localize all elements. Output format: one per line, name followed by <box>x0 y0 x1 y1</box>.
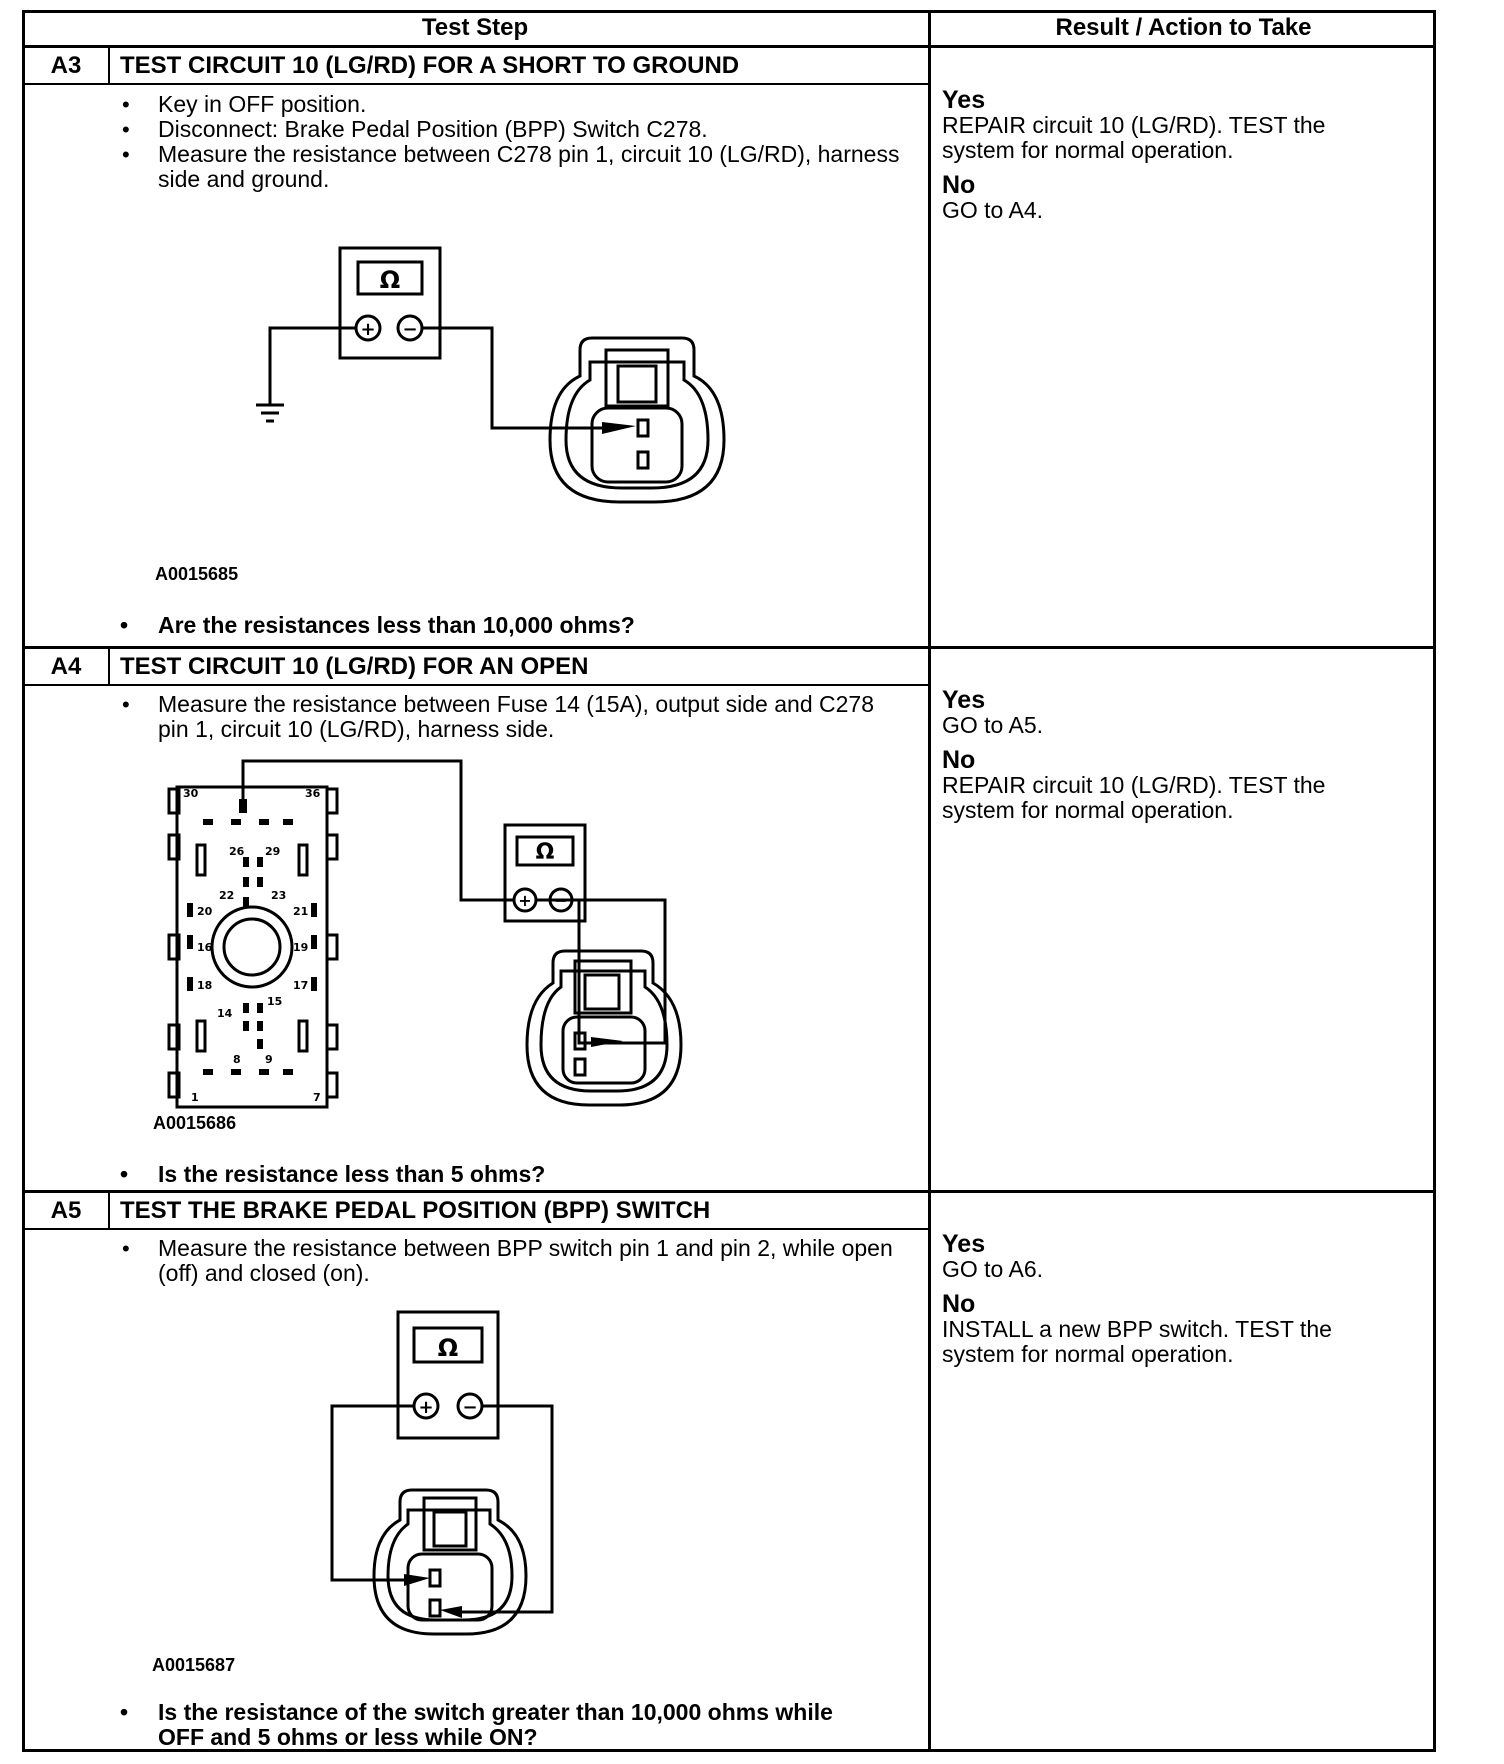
probe-tip <box>591 1037 623 1047</box>
svg-text:+: + <box>360 319 375 340</box>
no-label: No <box>942 746 976 774</box>
bullet-item: Measure the resistance between BPP switc… <box>120 1236 910 1286</box>
no-label: No <box>942 171 976 199</box>
svg-text:+: + <box>418 1397 433 1418</box>
ohmmeter-body <box>503 823 587 923</box>
step-bullets-a3: Key in OFF position. Disconnect: Brake P… <box>120 92 910 192</box>
figure-code-a5: A0015687 <box>152 1655 236 1675</box>
fuse-box-ohmmeter-diagram: 30 36 26 29 22 23 20 21 18 19 16 17 14 1… <box>167 759 683 1109</box>
step-bullets-a5: Measure the resistance between BPP switc… <box>120 1236 910 1286</box>
ohm-symbol: Ω <box>380 266 400 294</box>
svg-text:29: 29 <box>265 845 280 858</box>
bullet-item: Disconnect: Brake Pedal Position (BPP) S… <box>120 117 910 143</box>
step-id-divider <box>108 48 110 84</box>
svg-text:20: 20 <box>197 905 213 918</box>
svg-text:−: − <box>462 1397 477 1418</box>
yes-label: Yes <box>942 1230 986 1258</box>
svg-text:17: 17 <box>293 979 308 992</box>
step-rule <box>22 646 1436 649</box>
question-a4: •Is the resistance less than 5 ohms? <box>120 1161 546 1187</box>
figure-code-a3: A0015685 <box>155 564 239 584</box>
column-divider <box>928 10 931 1752</box>
probe-tip <box>602 422 636 434</box>
result-a4: Yes GO to A5. No REPAIR circuit 10 (LG/R… <box>942 688 1412 833</box>
svg-text:9: 9 <box>265 1053 273 1066</box>
step-title-rule <box>22 83 928 85</box>
step-title-rule <box>22 684 928 686</box>
ohmmeter-ground-diagram: Ω + − <box>256 246 726 504</box>
svg-text:21: 21 <box>293 905 308 918</box>
connector-outline <box>548 336 726 504</box>
svg-text:−: − <box>402 319 417 340</box>
no-label: No <box>942 1290 976 1318</box>
bullet-item: Key in OFF position. <box>120 92 910 118</box>
svg-text:+: + <box>518 891 531 910</box>
header-result-action: Result / Action to Take <box>1055 14 1312 41</box>
step-bullets-a4: Measure the resistance between Fuse 14 (… <box>120 692 910 742</box>
svg-text:1: 1 <box>191 1091 199 1104</box>
header-test-step: Test Step <box>421 14 529 41</box>
step-title-a5: TEST THE BRAKE PEDAL POSITION (BPP) SWIT… <box>120 1197 711 1224</box>
step-title-a3: TEST CIRCUIT 10 (LG/RD) FOR A SHORT TO G… <box>120 52 740 79</box>
svg-text:23: 23 <box>271 889 286 902</box>
probe-tip <box>239 799 247 813</box>
probe-tip <box>440 1606 462 1618</box>
test-table <box>22 10 1436 1752</box>
question-a3: •Are the resistances less than 10,000 oh… <box>120 612 635 638</box>
step-title-rule <box>22 1228 928 1230</box>
svg-text:16: 16 <box>197 941 213 954</box>
svg-text:8: 8 <box>233 1053 241 1066</box>
svg-text:14: 14 <box>217 1007 233 1020</box>
bullet-item: Measure the resistance between Fuse 14 (… <box>120 692 910 742</box>
result-a5: Yes GO to A6. No INSTALL a new BPP switc… <box>942 1232 1412 1377</box>
probe-tip <box>404 1574 430 1586</box>
result-a3: Yes REPAIR circuit 10 (LG/RD). TEST the … <box>942 88 1412 233</box>
svg-text:22: 22 <box>219 889 234 902</box>
bullet-item: Measure the resistance between C278 pin … <box>120 142 910 192</box>
svg-text:7: 7 <box>313 1091 321 1104</box>
svg-text:−: − <box>554 891 567 910</box>
svg-text:19: 19 <box>293 941 308 954</box>
yes-label: Yes <box>942 686 986 714</box>
svg-text:30: 30 <box>183 787 199 800</box>
step-id-a5: A5 <box>50 1197 82 1224</box>
question-a5: •Is the resistance of the switch greater… <box>120 1699 833 1750</box>
step-rule <box>22 1190 1436 1193</box>
step-title-a4: TEST CIRCUIT 10 (LG/RD) FOR AN OPEN <box>120 653 589 680</box>
header-rule <box>22 45 1436 48</box>
yes-label: Yes <box>942 86 986 114</box>
connector-outline <box>525 949 683 1107</box>
step-id-divider <box>108 649 110 685</box>
ohmmeter-body <box>396 1310 500 1440</box>
bpp-switch-ohmmeter-diagram: Ω + − <box>330 1310 554 1636</box>
ohmmeter-body <box>338 246 442 360</box>
figure-code-a4: A0015686 <box>153 1113 237 1133</box>
svg-text:18: 18 <box>197 979 212 992</box>
svg-text:15: 15 <box>267 995 282 1008</box>
ohm-symbol: Ω <box>536 840 555 865</box>
step-id-a4: A4 <box>50 653 82 680</box>
svg-text:26: 26 <box>229 845 245 858</box>
connector-outline <box>372 1488 528 1636</box>
step-id-divider <box>108 1193 110 1229</box>
step-id-a3: A3 <box>50 52 82 79</box>
ohm-symbol: Ω <box>438 1334 458 1362</box>
svg-text:36: 36 <box>305 787 321 800</box>
